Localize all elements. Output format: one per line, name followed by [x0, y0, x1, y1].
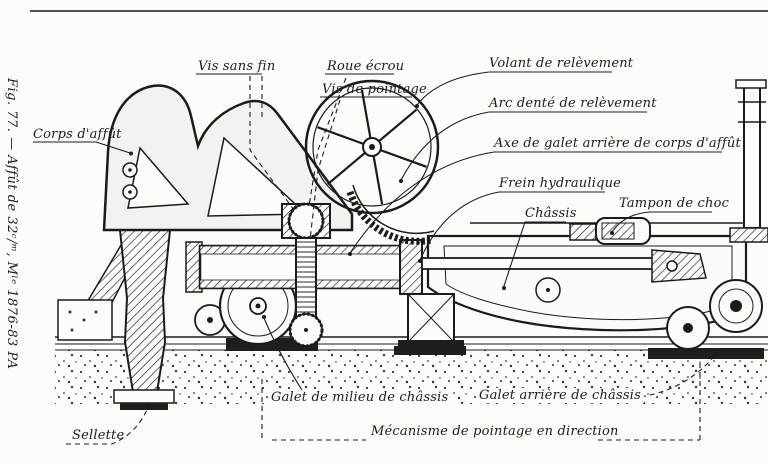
label-axe-de-galet-arriere: Axe de galet arrière de corps d'affût — [494, 136, 741, 151]
label-mecanisme-pointage: Mécanisme de pointage en direction — [368, 424, 622, 439]
label-volant-de-relevement: Volant de relèvement — [489, 56, 634, 71]
label-tampon-de-choc: Tampon de choc — [619, 196, 730, 211]
label-roue-ecrou: Roue écrou — [327, 59, 405, 74]
label-corps-daffut: Corps d'affût — [33, 127, 122, 142]
middle-support — [398, 293, 464, 350]
carriage-frame-corps-daffut — [102, 84, 354, 232]
flywheel-volant — [304, 79, 440, 215]
right-edge-structure — [729, 79, 768, 243]
label-vis-sans-fin: Vis sans fin — [198, 59, 276, 74]
label-frein-hydraulique: Frein hydraulique — [499, 176, 622, 191]
label-vis-de-pointage: Vis de pointage — [322, 82, 427, 97]
buffer-tampon-de-choc — [569, 217, 651, 245]
pointing-screw-assembly — [281, 202, 331, 348]
label-sellette: Sellette — [72, 428, 125, 443]
label-chassis: Châssis — [525, 206, 577, 221]
rear-rollers-galets — [651, 249, 763, 350]
leader-lines — [33, 71, 722, 391]
label-galet-de-milieu: Galet de milieu de châssis — [268, 390, 452, 405]
label-galet-arriere: Galet arrière de châssis — [476, 388, 644, 403]
label-arc-dente: Arc denté de relèvement — [489, 96, 657, 111]
dashed-leader-lines — [66, 76, 723, 445]
figure-caption: Fig. 77. — Affût de 32ᶜ/ᵐ, Mˡᵉ 1876-83 P… — [4, 78, 19, 370]
